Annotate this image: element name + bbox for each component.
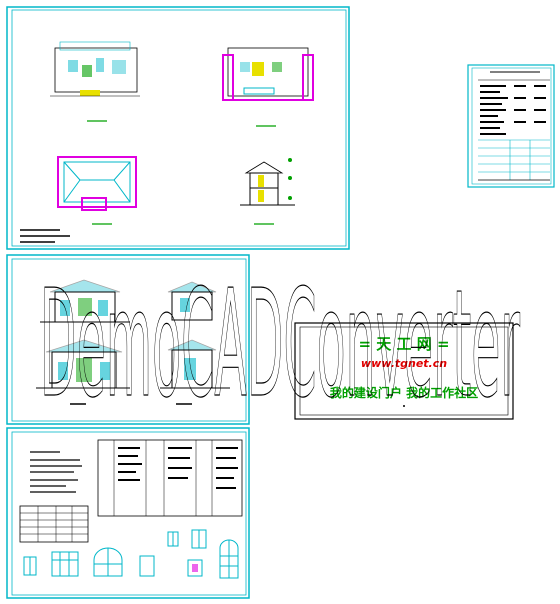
sheet-index[interactable] bbox=[467, 64, 555, 188]
stamp-url[interactable]: www.tgnet.cn bbox=[361, 357, 447, 370]
window-icon bbox=[187, 559, 203, 577]
door-icon bbox=[191, 529, 207, 549]
section-drawing bbox=[240, 158, 295, 206]
roof-plan bbox=[57, 156, 137, 211]
window-icon bbox=[23, 556, 37, 576]
door-icon bbox=[167, 531, 179, 547]
elevation-front-lower bbox=[36, 339, 130, 389]
tgnet-stamp[interactable]: = 天 工 网 = www.tgnet.cn 我的建设门户 我的工作社区 bbox=[294, 322, 514, 420]
index-table bbox=[478, 79, 550, 181]
design-notes bbox=[30, 451, 82, 493]
sheet-details[interactable] bbox=[6, 427, 250, 599]
sheet-elevations[interactable] bbox=[6, 254, 250, 425]
stamp-title: = 天 工 网 = bbox=[358, 335, 449, 353]
sheet-floor-plans[interactable] bbox=[6, 6, 350, 250]
door-window-table bbox=[19, 505, 89, 543]
stamp-slogan: 我的建设门户 我的工作社区 bbox=[330, 385, 478, 400]
floor-plan-1 bbox=[50, 41, 140, 97]
spec-table bbox=[97, 439, 243, 517]
window-icon bbox=[93, 547, 123, 577]
elevation-front-upper bbox=[40, 279, 130, 323]
elevation-side bbox=[160, 281, 230, 389]
window-icon bbox=[219, 539, 239, 579]
watermark-text: DemoCADConverter bbox=[40, 258, 520, 430]
notes-block bbox=[20, 229, 70, 243]
window-icon bbox=[51, 551, 79, 577]
door-icon bbox=[139, 555, 155, 577]
floor-plan-2 bbox=[222, 47, 314, 101]
